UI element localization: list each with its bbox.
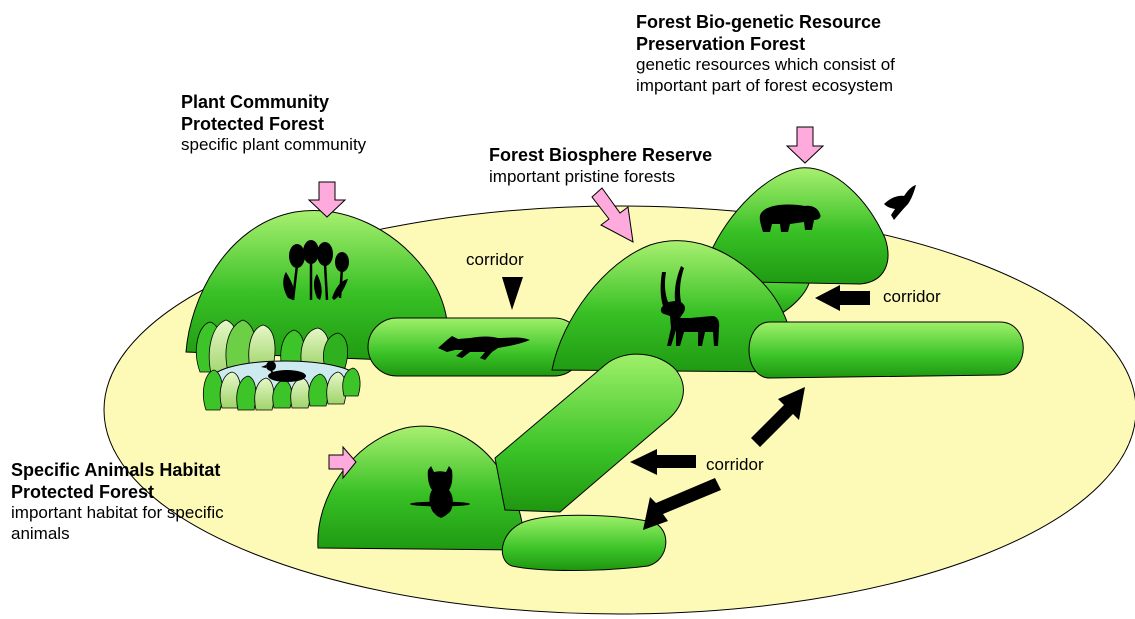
genetic-resource-title-line2: Preservation Forest <box>636 34 895 56</box>
genetic-resource-label: Forest Bio-genetic Resource Preservation… <box>636 12 895 96</box>
biosphere-reserve-desc: important pristine forests <box>489 167 712 187</box>
plant-community-label: Plant Community Protected Forest specifi… <box>181 92 366 156</box>
biosphere-reserve-title: Forest Biosphere Reserve <box>489 145 712 167</box>
genetic-resource-desc-line2: important part of forest ecosystem <box>636 76 895 96</box>
plant-community-desc: specific plant community <box>181 135 366 155</box>
genetic-resource-desc-line1: genetic resources which consist of <box>636 55 895 75</box>
corridor-label-bottom: corridor <box>706 455 764 475</box>
corridor-label-right: corridor <box>883 287 941 307</box>
animal-habitat-desc-line1: important habitat for specific <box>11 503 224 523</box>
animal-habitat-title-line1: Specific Animals Habitat <box>11 460 224 482</box>
pink-arrow-genetic <box>787 127 823 163</box>
animal-habitat-title-line2: Protected Forest <box>11 482 224 504</box>
animal-habitat-label: Specific Animals Habitat Protected Fores… <box>11 460 224 544</box>
biosphere-reserve-label: Forest Biosphere Reserve important prist… <box>489 145 712 187</box>
genetic-resource-title-line1: Forest Bio-genetic Resource <box>636 12 895 34</box>
plant-community-title-line1: Plant Community <box>181 92 366 114</box>
bird-icon <box>884 185 916 220</box>
right-ridge <box>749 322 1023 378</box>
animal-habitat-desc-line2: animals <box>11 524 224 544</box>
bottom-ridge <box>502 515 666 570</box>
plant-community-title-line2: Protected Forest <box>181 114 366 136</box>
corridor-label-top: corridor <box>466 250 524 270</box>
